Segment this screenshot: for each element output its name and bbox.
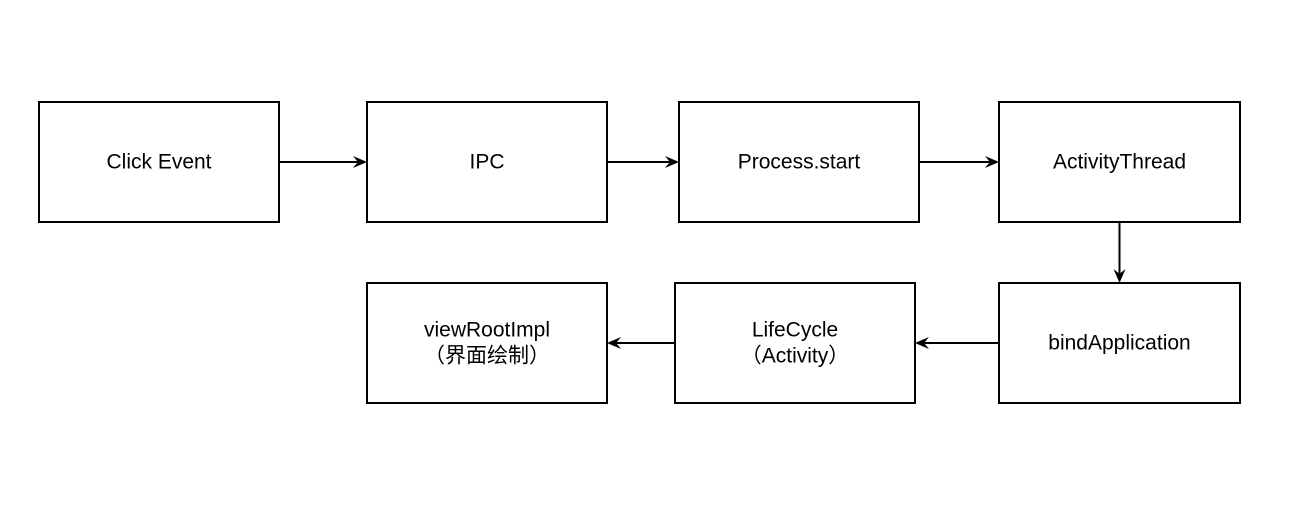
node-box [678,101,920,223]
node-label: viewRootImpl [424,319,550,342]
node-box [366,101,608,223]
node-view-root-impl: viewRootImpl （界面绘制） [366,282,608,404]
node-bind-application: bindApplication [998,282,1241,404]
node-click-event: Click Event [38,101,280,223]
node-activity-thread: ActivityThread [998,101,1241,223]
edge-click-event-to-ipc [279,156,367,168]
arrowhead [665,156,679,168]
arrowhead [985,156,999,168]
node-box [38,101,280,223]
edge-lifecycle-to-view-root-impl [607,337,675,349]
edge-bind-application-to-lifecycle [915,337,999,349]
node-box [998,101,1241,223]
node-label: Process.start [738,151,861,174]
node-box [674,282,916,404]
node-label: LifeCycle [752,319,838,342]
edge-activity-thread-to-bind-application [1113,222,1126,283]
edge-process-start-to-activity-thread [919,156,999,168]
node-label: （界面绘制） [424,345,550,368]
node-process-start: Process.start [678,101,920,223]
edges-layer [279,156,1126,349]
arrowhead [1113,269,1126,283]
node-lifecycle: LifeCycle （Activity） [674,282,916,404]
node-label: ActivityThread [1053,151,1186,174]
node-box [366,282,608,404]
nodes-layer: Click Event IPC Process.start ActivityThrea… [38,101,1241,404]
node-label: （Activity） [741,345,850,368]
arrowhead [607,337,621,349]
arrowhead [915,337,929,349]
node-ipc: IPC [366,101,608,223]
node-label: bindApplication [1048,332,1190,355]
edge-ipc-to-process-start [607,156,679,168]
node-label: IPC [469,151,504,174]
arrowhead [353,156,367,168]
node-label: Click Event [106,151,211,174]
node-box [998,282,1241,404]
